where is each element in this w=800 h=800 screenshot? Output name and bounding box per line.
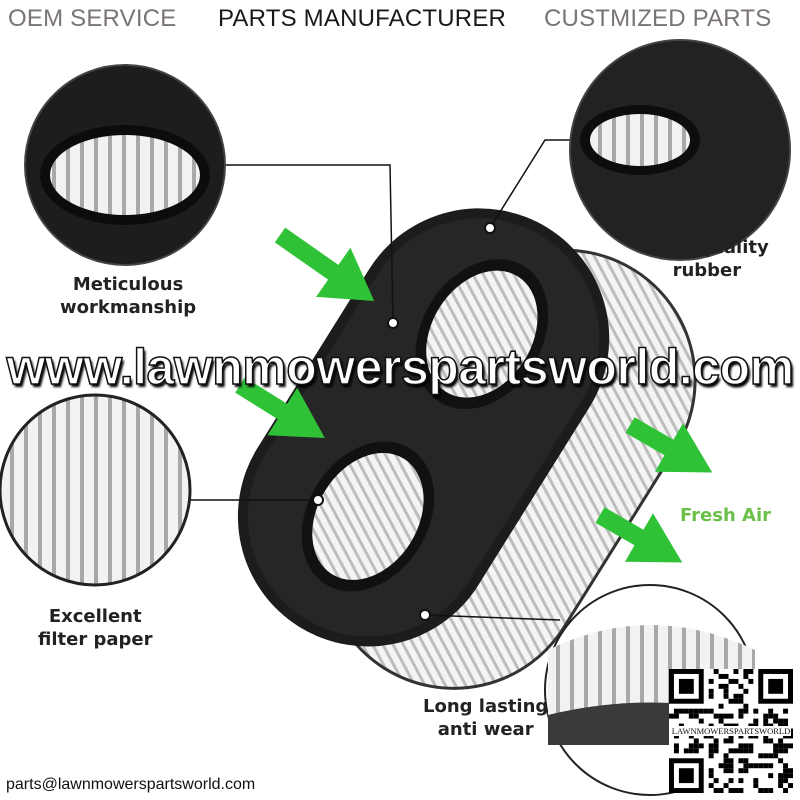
label-line: anti wear <box>437 719 534 740</box>
detail-circle-rubber <box>569 39 791 261</box>
label-rubber: High quality rubber <box>645 236 769 282</box>
airflow-arrows <box>235 227 713 563</box>
arrow-icon <box>274 227 375 301</box>
filter-body <box>237 208 697 690</box>
label-line: Excellent <box>48 606 142 627</box>
qr-label: LAWNMOWERSPARTSWORLD <box>671 726 791 736</box>
label-line: Long lasting <box>423 696 549 717</box>
watermark-text: www.lawnmowerspartsworld.com <box>6 338 795 396</box>
contact-email: parts@lawnmowerspartsworld.com <box>6 776 256 793</box>
banner-oem-service: OEM SERVICE <box>8 5 177 32</box>
label-line: rubber <box>672 260 742 281</box>
label-workmanship: Meticulous workmanship <box>60 273 196 319</box>
label-fresh-air: Fresh Air <box>680 505 772 526</box>
label-line: Meticulous <box>72 274 184 295</box>
banner-parts-manufacturer: PARTS MANUFACTURER <box>218 5 507 32</box>
detail-circle-paper <box>0 393 192 587</box>
label-line: High quality <box>645 237 769 258</box>
label-anti-wear: Long lasting anti wear <box>423 695 548 741</box>
label-line: filter paper <box>38 629 153 650</box>
label-filter-paper: Excellent filter paper <box>38 605 152 651</box>
arrow-icon <box>625 417 713 473</box>
arrow-icon <box>595 507 683 563</box>
detail-circle-workmanship <box>24 64 226 266</box>
banner-customized-parts: CUSTMIZED PARTS <box>544 5 772 32</box>
label-line: workmanship <box>60 297 197 318</box>
arrow-icon <box>235 377 325 438</box>
